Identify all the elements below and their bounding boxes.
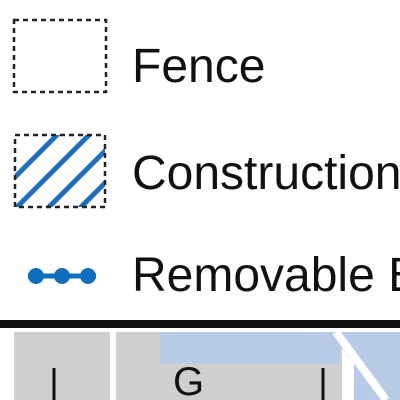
map-grid-label: G — [173, 360, 205, 400]
water-area — [160, 332, 340, 364]
legend-divider — [0, 320, 400, 328]
dotted-line-icon — [28, 268, 96, 284]
hatched-dashed-box-icon — [13, 133, 107, 209]
map-fragment — [0, 328, 400, 400]
map-block-left — [14, 332, 110, 400]
legend-label-fence: Fence — [132, 40, 266, 93]
legend-label-removable-barrier: Removable Barrier — [132, 249, 400, 302]
dashed-outline-icon — [12, 18, 108, 94]
legend-label-construction: Construction — [132, 147, 400, 200]
